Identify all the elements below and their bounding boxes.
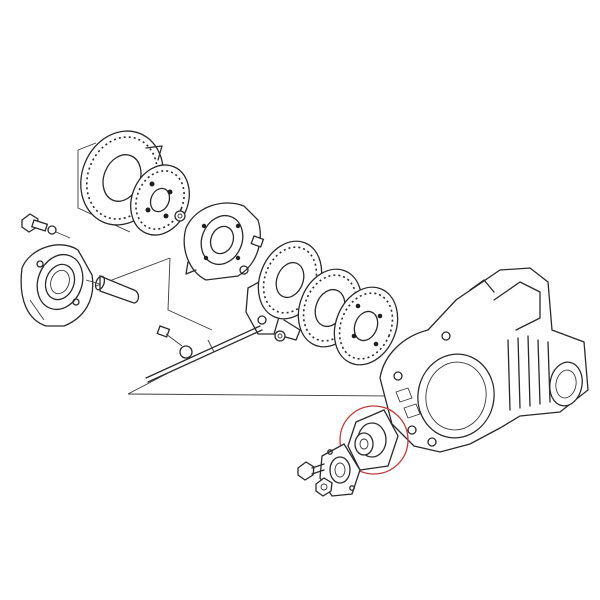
small-nut-2 (274, 330, 286, 342)
highlighted-seal-assembly (339, 405, 409, 475)
carrier-bolts (239, 235, 265, 275)
actuating-rod (145, 325, 263, 383)
lower-bolts (297, 461, 333, 497)
friction-disc-5 (333, 286, 399, 366)
brake-carrier (183, 202, 261, 281)
friction-disc-2 (130, 164, 190, 236)
transmission-housing (379, 267, 589, 453)
small-nut-1 (174, 210, 186, 222)
shaft-pin (85, 275, 140, 304)
bolt-left (21, 213, 71, 239)
highlight-circle (339, 405, 409, 475)
left-cover-plate (20, 244, 94, 327)
